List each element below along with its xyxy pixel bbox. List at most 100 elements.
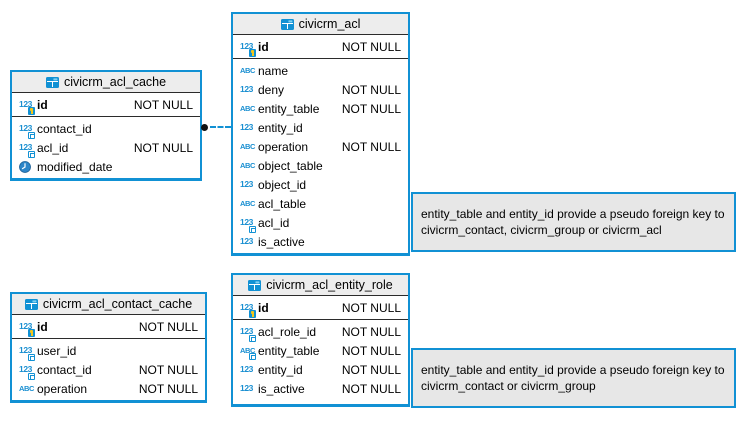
- column-name: object_table: [258, 158, 323, 173]
- table-row[interactable]: ABC entity_table NOT NULL: [233, 341, 408, 361]
- column-name: acl_role_id: [258, 324, 317, 339]
- table-civicrm-acl-entity-role[interactable]: civicrm_acl_entity_role 123 id NOT NULL …: [231, 273, 410, 407]
- note-civicrm-acl[interactable]: entity_table and entity_id provide a pse…: [411, 192, 736, 252]
- column-name: id: [37, 97, 48, 112]
- table-row[interactable]: 123 acl_role_id NOT NULL: [233, 322, 408, 342]
- column-name: id: [258, 39, 269, 54]
- table-row[interactable]: 123 entity_id: [233, 118, 408, 137]
- column-name: contact_id: [37, 121, 92, 136]
- not-null-label: NOT NULL: [138, 319, 198, 334]
- column-name: acl_id: [37, 140, 69, 155]
- number-type-icon: 123: [240, 84, 253, 95]
- number-type-icon: 123: [19, 346, 37, 361]
- table-row[interactable]: 123 id NOT NULL: [233, 298, 408, 318]
- column-name: operation: [258, 139, 309, 154]
- column-name: id: [37, 319, 48, 334]
- clock-icon: [19, 160, 37, 173]
- column-name: object_id: [258, 177, 307, 192]
- table-row[interactable]: 123 id NOT NULL: [233, 37, 408, 57]
- number-type-icon: 123: [240, 218, 258, 233]
- primary-key-section: 123 id NOT NULL: [233, 296, 408, 320]
- number-type-icon: 123: [240, 303, 258, 318]
- table-civicrm-acl-contact-cache[interactable]: civicrm_acl_contact_cache 123 id NOT NUL…: [10, 292, 207, 403]
- column-name: entity_table: [258, 101, 320, 116]
- table-row[interactable]: 123 is_active: [233, 232, 408, 251]
- columns-section: ABC name 123 deny NOT NULL ABC entity_ta…: [233, 59, 408, 253]
- column-name: entity_id: [258, 120, 303, 135]
- table-title: civicrm_acl: [298, 17, 361, 31]
- number-type-icon: 123: [19, 143, 37, 158]
- columns-section: 123 user_id 123 contact_id NOT NULL ABC …: [12, 339, 205, 400]
- table-row[interactable]: 123 contact_id NOT NULL: [12, 360, 205, 380]
- note-text: entity_table and entity_id provide a pse…: [421, 207, 725, 237]
- table-civicrm-acl[interactable]: civicrm_acl 123 id NOT NULL ABC name 123…: [231, 12, 410, 256]
- not-null-label: NOT NULL: [341, 324, 401, 339]
- column-name: contact_id: [37, 362, 92, 377]
- not-null-label: NOT NULL: [341, 101, 401, 116]
- column-name: modified_date: [37, 159, 113, 174]
- string-type-icon: ABC: [240, 65, 256, 75]
- foreign-key-badge: [249, 225, 256, 233]
- primary-key-section: 123 id NOT NULL: [12, 315, 205, 339]
- table-row[interactable]: ABC operation NOT NULL: [233, 137, 408, 156]
- number-type-icon: 123: [240, 179, 253, 190]
- connector-dashed-line: [210, 126, 231, 128]
- table-row[interactable]: 123 deny NOT NULL: [233, 80, 408, 99]
- string-type-icon: ABC: [19, 383, 35, 393]
- note-text: entity_table and entity_id provide a pse…: [421, 363, 725, 393]
- string-type-icon: ABC: [240, 160, 256, 170]
- table-row[interactable]: ABC name: [233, 61, 408, 80]
- note-civicrm-acl-entity-role[interactable]: entity_table and entity_id provide a pse…: [411, 348, 736, 408]
- table-row[interactable]: modified_date: [12, 157, 200, 176]
- table-row[interactable]: 123 id NOT NULL: [12, 317, 205, 337]
- foreign-key-badge: [28, 372, 35, 380]
- table-row[interactable]: 123 object_id: [233, 175, 408, 194]
- not-null-label: NOT NULL: [341, 139, 401, 154]
- table-row[interactable]: ABC acl_table: [233, 194, 408, 213]
- table-header[interactable]: civicrm_acl: [233, 14, 408, 35]
- foreign-key-badge: [249, 334, 256, 342]
- primary-key-badge: [28, 328, 35, 337]
- not-null-label: NOT NULL: [341, 343, 401, 358]
- not-null-label: NOT NULL: [133, 97, 193, 112]
- table-row[interactable]: 123 contact_id: [12, 119, 200, 139]
- not-null-label: NOT NULL: [133, 140, 193, 155]
- table-header[interactable]: civicrm_acl_cache: [12, 72, 200, 93]
- columns-section: 123 acl_role_id NOT NULL ABC entity_tabl…: [233, 320, 408, 400]
- table-row[interactable]: 123 user_id: [12, 341, 205, 361]
- table-row[interactable]: ABC entity_table NOT NULL: [233, 99, 408, 118]
- table-row[interactable]: 123 id NOT NULL: [12, 95, 200, 115]
- not-null-label: NOT NULL: [341, 362, 401, 377]
- table-row[interactable]: 123 is_active NOT NULL: [233, 379, 408, 398]
- table-header[interactable]: civicrm_acl_contact_cache: [12, 294, 205, 315]
- not-null-label: NOT NULL: [138, 381, 198, 396]
- table-icon: [24, 298, 38, 310]
- primary-key-section: 123 id NOT NULL: [12, 93, 200, 117]
- table-row[interactable]: ABC object_table: [233, 156, 408, 175]
- column-name: entity_table: [258, 343, 320, 358]
- column-name: entity_id: [258, 362, 303, 377]
- table-title: civicrm_acl_cache: [63, 75, 167, 89]
- table-civicrm-acl-cache[interactable]: civicrm_acl_cache 123 id NOT NULL 123 co…: [10, 70, 202, 181]
- number-type-icon: 123: [240, 236, 253, 247]
- columns-section: 123 contact_id 123 acl_id NOT NULL modif…: [12, 117, 200, 178]
- table-row[interactable]: 123 acl_id NOT NULL: [12, 138, 200, 158]
- table-row[interactable]: 123 acl_id: [233, 213, 408, 233]
- table-row[interactable]: ABC operation NOT NULL: [12, 379, 205, 398]
- table-icon: [248, 279, 262, 291]
- not-null-label: NOT NULL: [138, 362, 198, 377]
- column-name: deny: [258, 82, 285, 97]
- table-header[interactable]: civicrm_acl_entity_role: [233, 275, 408, 296]
- column-name: is_active: [258, 234, 305, 249]
- string-type-icon: ABC: [240, 103, 256, 113]
- number-type-icon: 123: [240, 364, 253, 375]
- table-row[interactable]: 123 entity_id NOT NULL: [233, 360, 408, 379]
- foreign-key-badge: [28, 131, 35, 139]
- number-type-icon: 123: [240, 122, 253, 133]
- number-type-icon: 123: [19, 100, 37, 115]
- not-null-label: NOT NULL: [341, 39, 401, 54]
- number-type-icon: 123: [19, 124, 37, 139]
- string-type-icon: ABC: [240, 141, 256, 151]
- primary-key-badge: [249, 309, 256, 318]
